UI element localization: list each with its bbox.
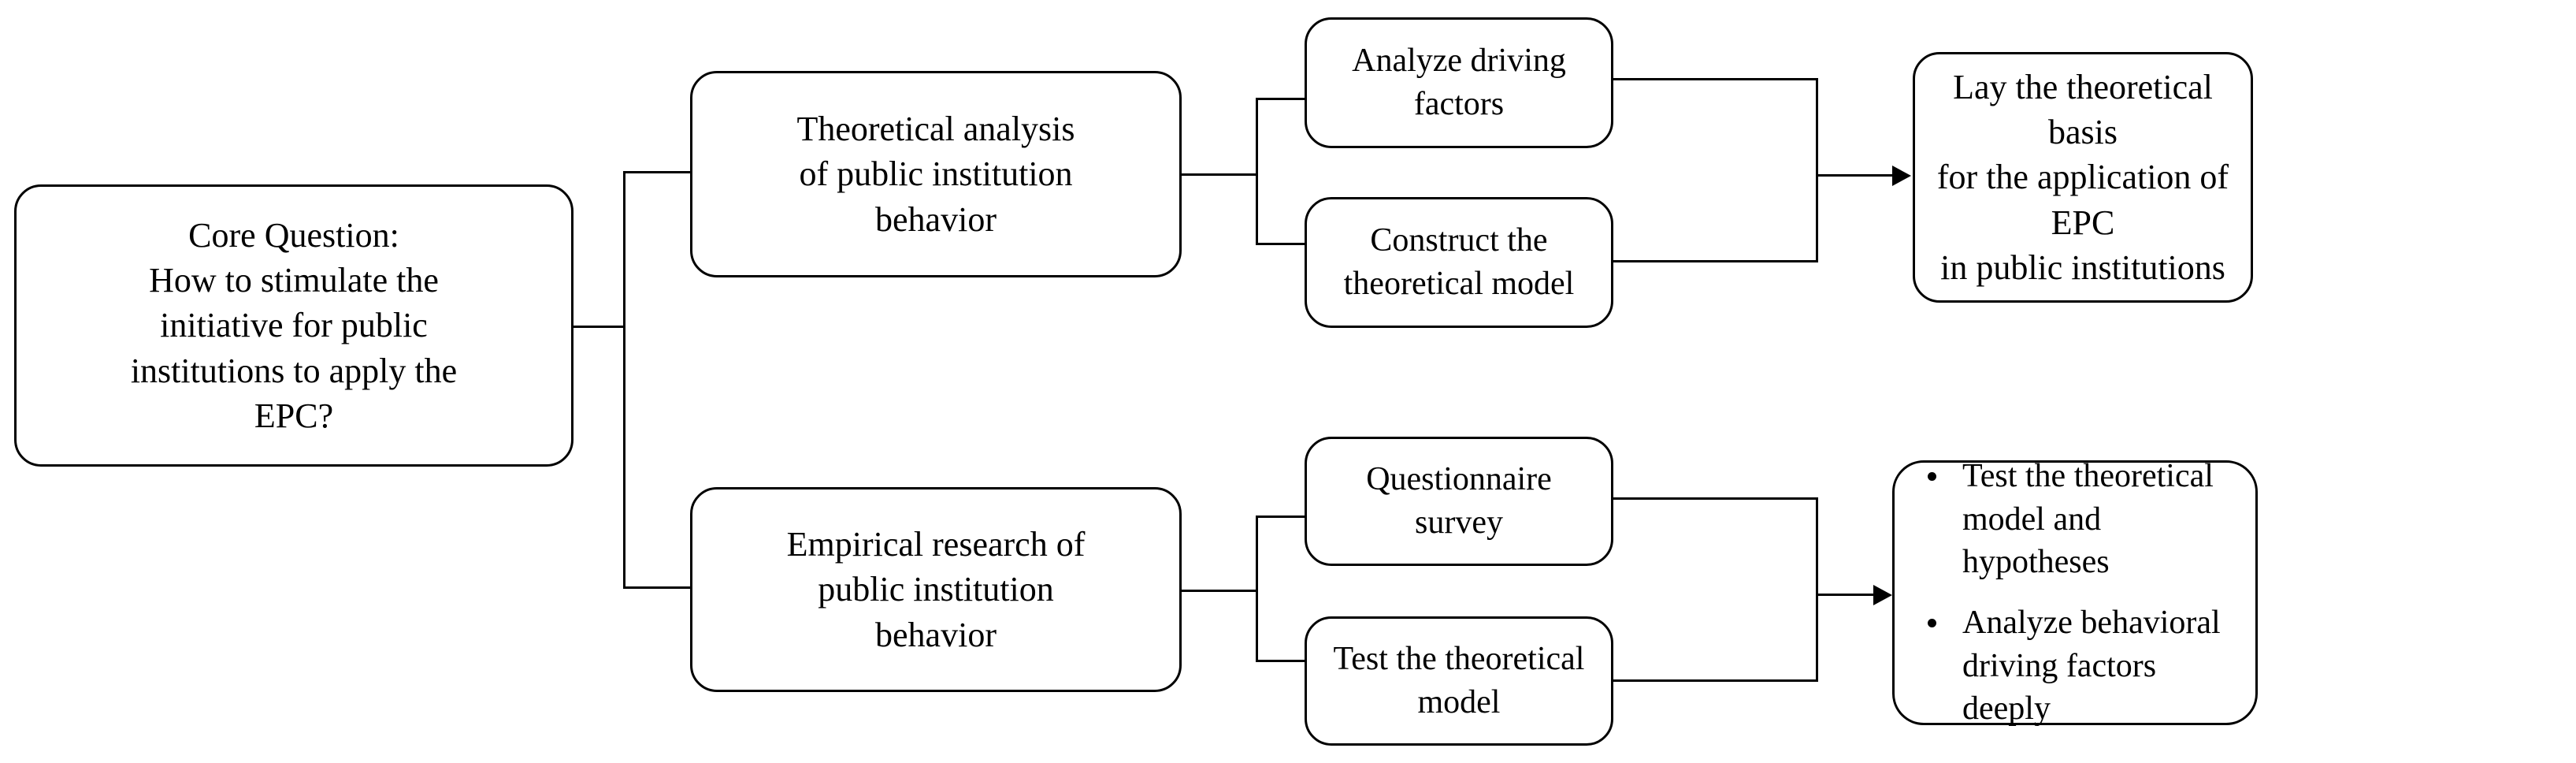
connector-theoretical-to-analyze [1256, 98, 1306, 100]
connector-core-spine [623, 171, 625, 589]
node-test-theoretical-model-label: Test the theoretical model [1333, 641, 1585, 720]
node-lay-theoretical-basis-label: Lay the theoretical basis for the applic… [1936, 68, 2229, 287]
node-analyze-driving-factors[interactable]: Analyze driving factors [1305, 17, 1613, 148]
connector-construct-out [1612, 260, 1818, 262]
node-core-question-label: Core Question: How to stimulate the init… [130, 216, 458, 435]
outcomes-bullet-list: Test the theoretical model and hypothese… [1895, 455, 2255, 731]
connector-core-to-theoretical [623, 171, 692, 173]
connector-bottom-merge-spine [1816, 497, 1818, 682]
node-questionnaire-survey[interactable]: Questionnaire survey [1305, 437, 1613, 566]
node-test-theoretical-model[interactable]: Test the theoretical model [1305, 616, 1613, 746]
node-questionnaire-survey-label: Questionnaire survey [1366, 461, 1552, 541]
connector-core-to-empirical [623, 586, 692, 589]
connector-theoretical-to-construct [1256, 243, 1306, 245]
bullet-dot-icon [1928, 472, 1936, 482]
connector-testmodel-out [1612, 679, 1818, 682]
node-empirical-research[interactable]: Empirical research of public institution… [690, 487, 1182, 692]
node-analyze-driving-factors-label: Analyze driving factors [1352, 43, 1566, 122]
bullet-dot-icon [1928, 619, 1936, 627]
connector-empirical-to-questionnaire [1256, 515, 1306, 518]
node-construct-theoretical-model-label: Construct the theoretical model [1343, 222, 1575, 302]
node-empirical-outcomes[interactable]: Test the theoretical model and hypothese… [1892, 458, 2258, 727]
connector-top-merge-spine [1816, 78, 1818, 262]
node-core-question[interactable]: Core Question: How to stimulate the init… [14, 184, 573, 467]
connector-questionnaire-out [1612, 497, 1818, 500]
connector-theoretical-stub [1180, 173, 1258, 176]
connector-analyze-out [1612, 78, 1818, 80]
outcome-list-item-label: Analyze behavioral driving factors deepl… [1962, 605, 2221, 728]
node-lay-theoretical-basis[interactable]: Lay the theoretical basis for the applic… [1913, 52, 2253, 303]
connector-merge-to-outcomes [1816, 594, 1874, 596]
connector-merge-to-lay [1816, 174, 1893, 177]
connector-empirical-stub [1180, 590, 1258, 592]
outcome-list-item: Test the theoretical model and hypothese… [1921, 455, 2240, 584]
connector-theoretical-spine [1256, 98, 1258, 245]
node-theoretical-analysis[interactable]: Theoretical analysis of public instituti… [690, 71, 1182, 277]
node-construct-theoretical-model[interactable]: Construct the theoretical model [1305, 197, 1613, 328]
connector-core-stub [572, 326, 625, 328]
node-theoretical-analysis-label: Theoretical analysis of public instituti… [796, 110, 1075, 239]
arrow-into-lay-theoretical-basis [1892, 166, 1911, 186]
arrow-into-outcomes [1873, 585, 1892, 605]
outcome-list-item-label: Test the theoretical model and hypothese… [1962, 458, 2214, 581]
outcome-list-item: Analyze behavioral driving factors deepl… [1921, 601, 2240, 731]
node-empirical-research-label: Empirical research of public institution… [786, 525, 1086, 654]
connector-empirical-to-testmodel [1256, 660, 1306, 662]
connector-empirical-spine [1256, 515, 1258, 662]
